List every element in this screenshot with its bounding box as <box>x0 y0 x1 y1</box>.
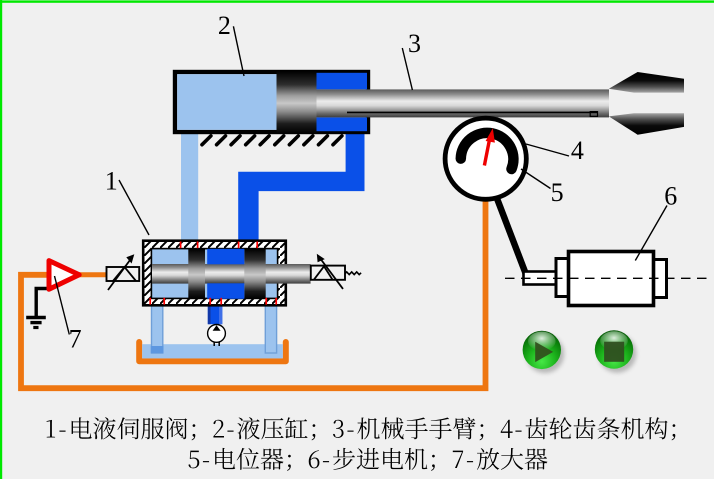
svg-text:5: 5 <box>551 178 564 207</box>
svg-text:1: 1 <box>105 167 118 196</box>
svg-text:4: 4 <box>571 136 584 165</box>
svg-text:3: 3 <box>408 29 421 58</box>
svg-text:7: 7 <box>69 325 82 354</box>
svg-text:2: 2 <box>218 11 231 40</box>
svg-text:6: 6 <box>664 181 677 210</box>
